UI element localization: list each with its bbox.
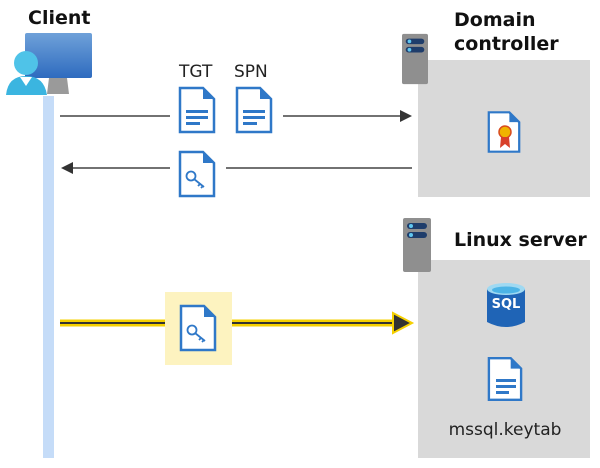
forwarded-ticket-key-icon [179, 304, 217, 352]
request-arrowhead [400, 110, 412, 122]
spn-document-icon [235, 86, 273, 134]
keytab-label: mssql.keytab [448, 420, 562, 440]
tgt-label: TGT [179, 62, 213, 82]
service-ticket-arrowhead [392, 311, 415, 335]
client-lifeline [43, 96, 54, 458]
dc-title-line1: Domain [454, 9, 536, 31]
certificate-icon [487, 110, 521, 154]
service-ticket-key-icon [178, 150, 216, 198]
spn-label: SPN [234, 62, 268, 82]
dc-title-line2: controller [454, 33, 559, 55]
client-title: Client [28, 7, 91, 29]
client-user-computer-icon [6, 33, 92, 95]
tgt-document-icon [178, 86, 216, 134]
sql-label: SQL [491, 297, 521, 312]
sql-database-icon [487, 283, 525, 327]
linux-server-title: Linux server [454, 229, 587, 251]
keytab-file-icon [487, 355, 523, 403]
response-arrowhead [61, 162, 73, 174]
